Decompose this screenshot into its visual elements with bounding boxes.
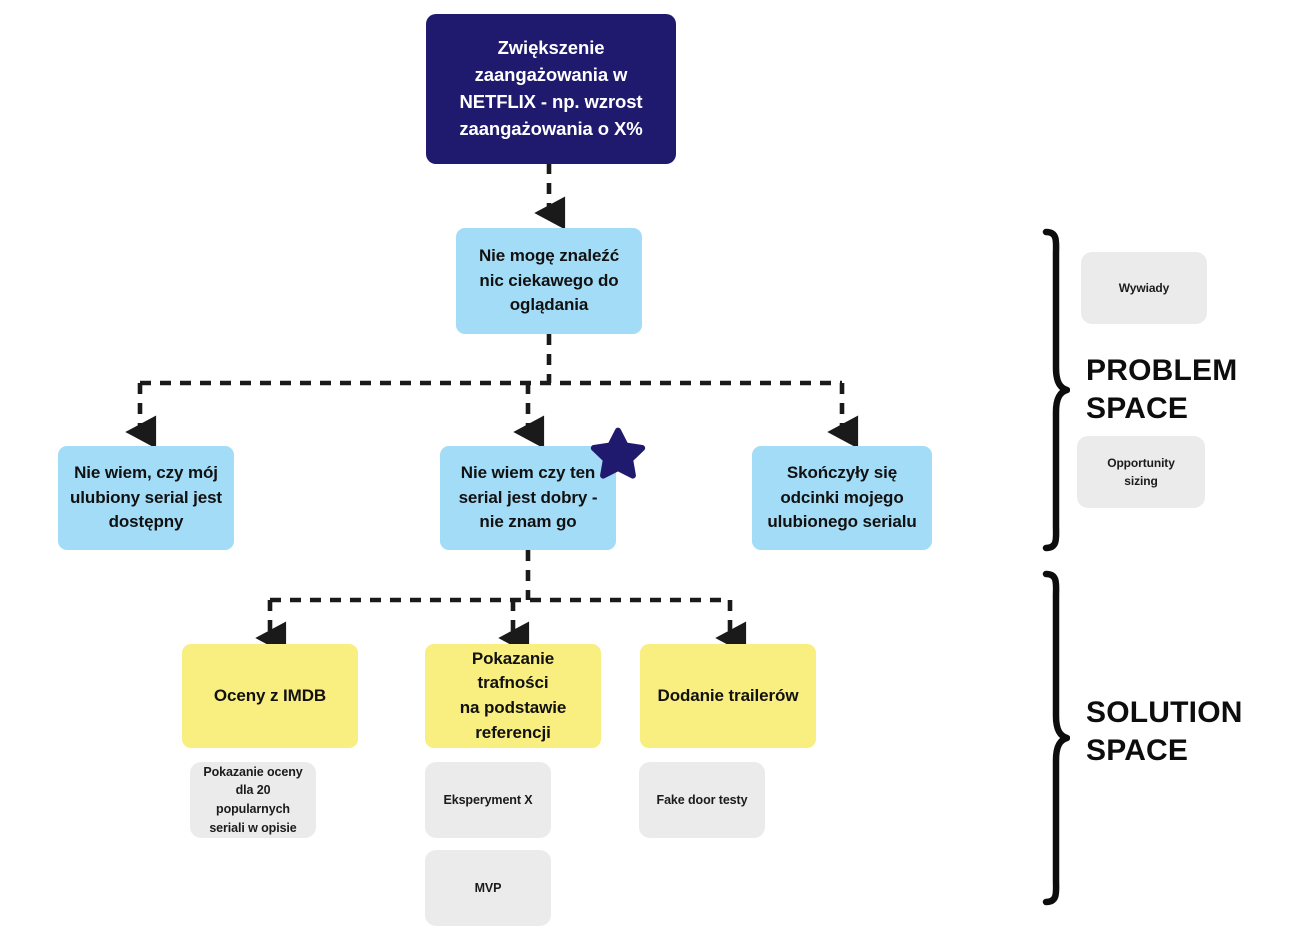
opportunity-node-2-label: Nie wiem czy ten serial jest dobry - nie… — [458, 463, 598, 532]
assumption-card-1[interactable]: Pokazanie oceny dla 20 popularnych seria… — [190, 762, 316, 838]
solution-node-1-label: Oceny z IMDB — [213, 685, 327, 705]
research-card-wywiady[interactable]: Wywiady — [1081, 252, 1207, 324]
research-card-opportunity-sizing[interactable]: Opportunity sizing — [1077, 436, 1205, 508]
solution-space-title: SOLUTION SPACE — [1086, 696, 1243, 768]
opportunity-node-3[interactable]: Skończyły się odcinki mojego ulubionego … — [752, 446, 932, 550]
assumption-card-4-label: Fake door testy — [656, 792, 748, 807]
star-icon — [590, 424, 646, 480]
opportunity-root-label: Nie mogę znaleźć nic ciekawego do ogląda… — [478, 246, 620, 315]
research-card-opportunity-sizing-label: Opportunity sizing — [1107, 456, 1175, 488]
opportunity-node-1-label: Nie wiem, czy mój ulubiony serial jest d… — [70, 463, 222, 532]
opportunity-node-2[interactable]: Nie wiem czy ten serial jest dobry - nie… — [440, 446, 616, 550]
outcome-label: Zwiększenie zaangażowania w NETFLIX - np… — [459, 37, 643, 139]
problem-space-brace — [1036, 228, 1070, 552]
research-card-wywiady-label: Wywiady — [1118, 281, 1170, 295]
solution-node-1[interactable]: Oceny z IMDB — [182, 644, 358, 748]
opportunity-node-1[interactable]: Nie wiem, czy mój ulubiony serial jest d… — [58, 446, 234, 550]
assumption-card-3-label: MVP — [474, 880, 502, 895]
assumption-card-2[interactable]: Eksperyment X — [425, 762, 551, 838]
opportunity-node-3-label: Skończyły się odcinki mojego ulubionego … — [767, 463, 917, 532]
assumption-card-3[interactable]: MVP — [425, 850, 551, 926]
solution-node-3-label: Dodanie trailerów — [657, 685, 799, 705]
solution-node-2[interactable]: Pokazanie trafności na podstawie referen… — [425, 644, 601, 748]
assumption-card-1-label: Pokazanie oceny dla 20 popularnych seria… — [203, 764, 303, 835]
assumption-card-2-label: Eksperyment X — [443, 792, 533, 807]
outcome-node[interactable]: Zwiększenie zaangażowania w NETFLIX - np… — [426, 14, 676, 164]
solution-node-2-label: Pokazanie trafności na podstawie referen… — [459, 648, 567, 742]
opportunity-root-node[interactable]: Nie mogę znaleźć nic ciekawego do ogląda… — [456, 228, 642, 334]
solution-node-3[interactable]: Dodanie trailerów — [640, 644, 816, 748]
problem-space-title: PROBLEM SPACE — [1086, 354, 1238, 426]
assumption-card-4[interactable]: Fake door testy — [639, 762, 765, 838]
solution-space-brace — [1036, 570, 1070, 906]
